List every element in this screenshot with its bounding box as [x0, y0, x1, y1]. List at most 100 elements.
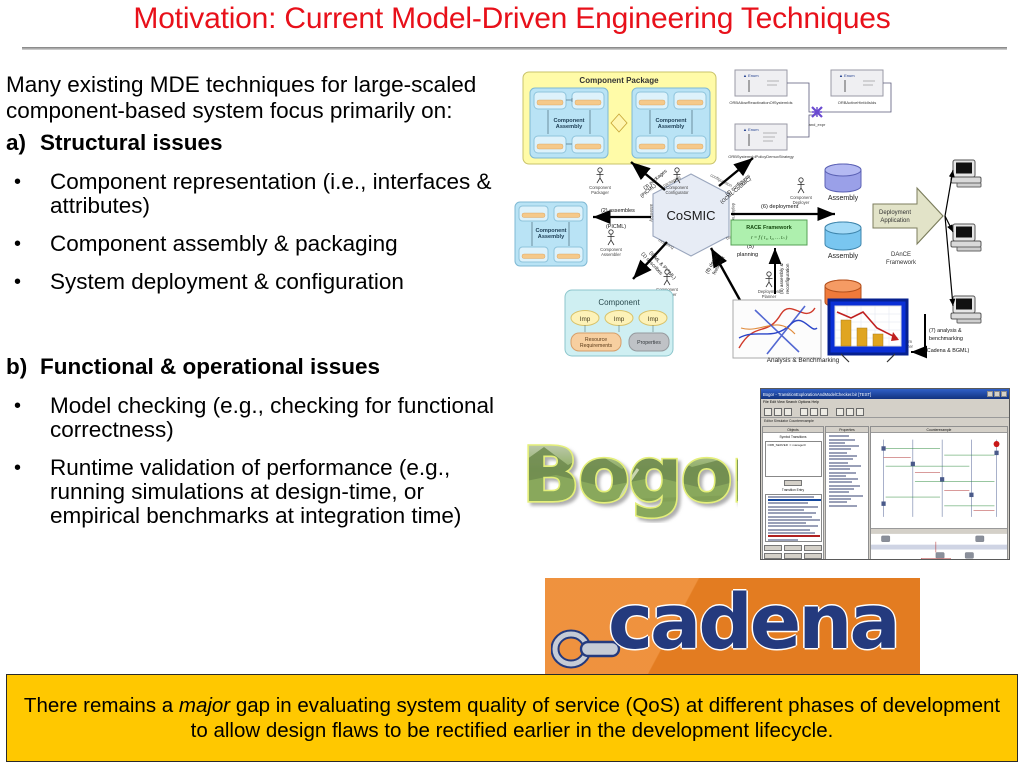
menu-bar[interactable]: File Edit View Search Options Help	[761, 399, 1009, 406]
filter-button[interactable]	[804, 553, 822, 559]
component-detail-box: Component Imp Imp Imp Resource Requireme…	[564, 289, 674, 357]
close-icon[interactable]	[1001, 391, 1007, 397]
counterexample-pane[interactable]: Counterexample	[870, 426, 1008, 559]
title-divider	[22, 47, 1007, 50]
deployment-application-arrow: Deployment Application DAnCE Framework	[872, 186, 944, 266]
transition-list[interactable]	[764, 493, 822, 542]
section-b-heading: b) Functional & operational issues	[6, 354, 514, 380]
cadena-logo: cadena	[545, 578, 920, 674]
workspace: Objects Symbol Transitions ORB_SERVER :=…	[761, 425, 1009, 559]
svg-text:Component Package: Component Package	[579, 76, 659, 85]
bullet-icon: •	[14, 171, 22, 193]
svg-text:DAnCE: DAnCE	[891, 252, 911, 258]
zoom-out-icon[interactable]	[810, 407, 818, 416]
minimize-icon[interactable]	[987, 391, 993, 397]
section-a-heading: a) Structural issues	[6, 130, 514, 156]
svg-text:reconfiguration: reconfiguration	[785, 263, 790, 294]
svg-text:assembly: assembly	[649, 204, 654, 223]
list-item: • System deployment & configuration	[6, 270, 514, 294]
svg-text:planning: planning	[737, 252, 758, 258]
counterexample-header: Counterexample	[871, 427, 1007, 433]
cosmic-architecture-diagram: Component Package Component As	[505, 62, 1024, 370]
prev-button[interactable]	[764, 545, 782, 551]
maximize-icon[interactable]	[994, 391, 1000, 397]
run-icon[interactable]	[856, 407, 864, 416]
section-a-marker: a)	[6, 130, 27, 155]
svg-text:(PICML): (PICML)	[606, 224, 626, 230]
details-button[interactable]	[804, 545, 822, 551]
svg-text:Imp: Imp	[648, 316, 659, 323]
svg-text:Deployment: Deployment	[758, 289, 781, 294]
expr-buttons[interactable]	[763, 480, 823, 486]
zoom-in-icon[interactable]	[800, 407, 808, 416]
save-icon[interactable]	[774, 407, 782, 416]
nav-buttons-row2[interactable]	[763, 553, 823, 559]
settings-icon[interactable]	[846, 407, 854, 416]
svg-text:▲ Enum: ▲ Enum	[839, 73, 855, 78]
analysis-plot: Analysis & Benchmarking	[732, 299, 840, 364]
objects-pane-header: Objects	[763, 427, 823, 433]
tab-bar[interactable]: Editor Simulator Counterexample	[761, 418, 1009, 425]
properties-list[interactable]	[826, 433, 868, 509]
bogor-tool-screenshot[interactable]: Bogor - TransitionExplorationAndModelChe…	[760, 388, 1010, 560]
svg-text:RACE Framework: RACE Framework	[746, 225, 792, 231]
svg-text:ORBSystemsIdPolicyDemuxStrateg: ORBSystemsIdPolicyDemuxStrategy	[728, 154, 794, 159]
list-item-label: Component assembly & packaging	[50, 231, 398, 256]
bullet-icon: •	[14, 395, 22, 417]
svg-text:Properties: Properties	[637, 340, 661, 346]
transition-entry-label: Transition Entry	[781, 488, 805, 492]
svg-text:Requirements: Requirements	[580, 343, 613, 349]
uml-constraint-fragment: ▲ Enum ORBAllowReactivationOfSystemIds ▲…	[728, 69, 892, 159]
nav-buttons-row1[interactable]	[763, 545, 823, 551]
cadena-wordmark: cadena	[608, 578, 901, 666]
chain-link-icon	[551, 629, 621, 669]
zoom-fit-icon[interactable]	[820, 407, 828, 416]
list-item: • Component representation (i.e., interf…	[6, 170, 514, 218]
list-item: • Component assembly & packaging	[6, 232, 514, 256]
svg-text:Configurator: Configurator	[665, 190, 689, 195]
svg-text:Component: Component	[656, 287, 678, 292]
svg-text:CoSMIC: CoSMIC	[666, 208, 715, 223]
open-icon[interactable]	[764, 407, 772, 416]
close-button[interactable]	[784, 553, 802, 559]
race-framework-box: RACE Framework r = f ( t₁, t₂, … tₙ )	[730, 219, 808, 246]
timeline-panel[interactable]	[871, 527, 1007, 559]
cadena-sheen	[545, 578, 920, 674]
svg-text:(6) deployment: (6) deployment	[761, 204, 799, 210]
print-icon[interactable]	[784, 407, 792, 416]
objects-pane[interactable]: Objects Symbol Transitions ORB_SERVER :=…	[762, 426, 824, 559]
expression-box[interactable]: ORB_SERVER := manager0	[764, 440, 822, 477]
bullet-icon: •	[14, 271, 22, 293]
window-titlebar[interactable]: Bogor - TransitionExplorationAndModelChe…	[761, 389, 1009, 399]
svg-text:Planner: Planner	[762, 294, 777, 299]
sequence-diagram[interactable]	[871, 433, 1007, 528]
list-item: • Model checking (e.g., checking for fun…	[6, 394, 514, 442]
footer-emphasis: major	[178, 694, 231, 717]
svg-text:(Cadena & BGML): (Cadena & BGML)	[925, 348, 970, 354]
section-a-label: Structural issues	[40, 130, 223, 155]
svg-text:Component: Component	[553, 118, 584, 124]
properties-pane[interactable]: Properties	[825, 426, 869, 559]
svg-text:Component: Component	[655, 118, 686, 124]
list-item-label: System deployment & configuration	[50, 269, 404, 294]
apply2-button[interactable]	[764, 553, 782, 559]
svg-text:Framework: Framework	[886, 260, 917, 266]
window-title: Bogor - TransitionExplorationAndModelChe…	[763, 391, 872, 397]
toolbar[interactable]	[761, 406, 1009, 418]
svg-text:(7) analysis &: (7) analysis &	[929, 328, 962, 334]
svg-text:ORBAllowReactivationOfSystemId: ORBAllowReactivationOfSystemIds	[729, 100, 792, 105]
svg-text:Imp: Imp	[614, 316, 625, 323]
svg-text:Assembly: Assembly	[658, 124, 685, 130]
svg-text:Component: Component	[598, 298, 640, 307]
svg-text:Deployment: Deployment	[879, 210, 911, 216]
apply-button[interactable]	[784, 480, 802, 486]
svg-text:benchmarking: benchmarking	[929, 336, 963, 342]
window-buttons[interactable]	[987, 391, 1007, 397]
svg-text:Assembly: Assembly	[828, 195, 859, 202]
section-b-marker: b)	[6, 354, 28, 379]
next-button[interactable]	[784, 545, 802, 551]
svg-text:(2) assembles: (2) assembles	[601, 208, 635, 214]
search-icon[interactable]	[836, 407, 844, 416]
svg-text:Imp: Imp	[580, 316, 591, 323]
